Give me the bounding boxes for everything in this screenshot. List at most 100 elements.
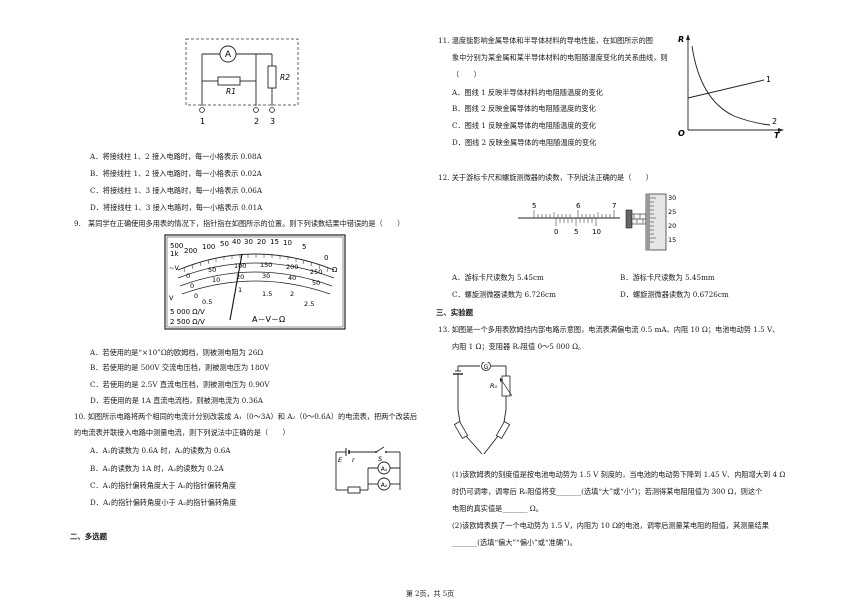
dc-tick-50: 50: [208, 266, 216, 274]
mid-tick-0: 0: [190, 282, 194, 290]
r0-label: R₀: [490, 382, 498, 390]
q9-option-c: C．若使用的是 2.5V 直流电压档，则被测电压为 0.90V: [90, 380, 270, 389]
mid-tick-30: 30: [262, 272, 270, 280]
micrometer-15: 15: [668, 236, 676, 244]
switch-label: S: [378, 455, 382, 463]
caliper-vernier-0: 0: [554, 228, 558, 236]
q9-option-a: A．若使用的是“×10”Ω的欧姆档，则被测电阻为 26Ω: [90, 348, 264, 357]
q8-option-a: A．将接线柱 1、2 接入电路时，每一小格表示 0.08A: [90, 152, 262, 161]
ohm-tick-100: 100: [202, 243, 215, 251]
q13-part1-line3: 电阻的真实值是_______ Ω。: [452, 504, 543, 513]
micrometer-20: 20: [668, 222, 676, 230]
q12-option-d: D．螺旋测微器读数为 0.6726cm: [620, 290, 729, 299]
ammeter-symbol: A: [225, 50, 232, 60]
ohm-tick-1k: 1k: [170, 250, 179, 258]
micrometer-figure: 30 25 20 15: [625, 193, 676, 251]
q10-option-d: D．A₁的指针偏转角度小于 A₂的指针偏转角度: [90, 498, 237, 507]
q11-stem-line2: 象中分别为某金属和某半导体材料的电阻随温度变化的关系曲线，则: [452, 53, 668, 62]
dc-tick-200: 200: [286, 263, 298, 271]
q8-option-d: D．将接线柱 1、3 接入电路时，每一小格表示 0.01A: [90, 203, 263, 212]
q13-stem-line1: 13. 如图是一个多用表欧姆挡内部电路示意图，电流表满偏电流 0.5 mA、内阻…: [438, 325, 780, 334]
caliper-main-6: 6: [576, 202, 581, 210]
q9-stem: 9. 某同学在正确使用多用表的情况下，指针指在如图所示的位置。则下列读数结果中错…: [74, 219, 405, 228]
micrometer-25: 25: [668, 208, 676, 216]
terminal-3: 3: [270, 117, 275, 126]
ohm-tick-30: 30: [244, 238, 253, 246]
q11-stem-line3: （ ）: [452, 70, 481, 79]
dc-tick-0: 0: [186, 272, 190, 280]
q11-option-a: A．图线 1 反映半导体材料的电阻随温度的变化: [452, 88, 603, 97]
graph-line-1: [687, 79, 765, 99]
q13-part1-line1: (1)该欧姆表的刻度值是按电池电动势为 1.5 V 刻度的，当电池的电动势下降到…: [452, 470, 786, 479]
q13-part2-line2: _______(选填“偏大”“偏小”或“准确”)。: [452, 538, 577, 547]
graph-origin: O: [678, 129, 685, 138]
section-experiment: 三、实验题: [436, 308, 473, 317]
q10-stem-line2: 的电流表并联接入电路中测量电流，则下列说法中正确的是（ ）: [74, 428, 290, 437]
ohmmeter-internal-circuit: G R₀: [453, 362, 513, 455]
q11-option-c: C．图线 1 反映金属导体的电阻随温度的变化: [452, 121, 597, 130]
low-tick-1-5: 1.5: [262, 290, 272, 298]
caliper-vernier-5: 5: [574, 228, 578, 236]
q8-option-c: C．将接线柱 1、3 接入电路时，每一小格表示 0.06A: [90, 186, 263, 195]
ohm-tick-15: 15: [270, 238, 279, 246]
ohm-tick-20: 20: [257, 238, 266, 246]
mid-tick-50: 50: [312, 279, 320, 287]
q13-part1-line2: 时仍可调零，调零后 R₀阻值将变_______(选填“大”或“小”)；若测得某电…: [452, 487, 763, 496]
page-footer: 第 2页，共 5页: [405, 590, 455, 598]
graph-label-1: 1: [766, 75, 771, 84]
low-tick-2-5: 2.5: [304, 300, 314, 308]
ohm-tick-50: 50: [220, 240, 229, 248]
parallel-ammeter-circuit: E r S A₁ A₂: [335, 446, 401, 494]
q8-option-b: B．将接线柱 1、2 接入电路时，每一小格表示 0.02A: [90, 169, 262, 178]
ohm-tick-500: 500: [170, 242, 183, 250]
dc-label: V: [169, 294, 174, 302]
graph-curve-2: [691, 45, 771, 126]
section-multi-choice: 二、多选题: [70, 532, 107, 541]
q9-option-b: B．若使用的是 500V 交流电压档，则被测电压为 180V: [90, 363, 270, 372]
vernier-caliper-figure: 5 6 7 0 5 10: [518, 202, 620, 236]
internal-r-label: r: [352, 456, 356, 464]
meter-brand: A－V－Ω: [252, 315, 285, 324]
spec-line-1: 5 000 Ω/V: [170, 308, 205, 316]
mid-tick-20: 20: [236, 273, 244, 281]
ohm-tick-200: 200: [184, 247, 197, 255]
ohm-tick-0: 0: [324, 254, 328, 262]
low-tick-0: 0: [194, 292, 198, 300]
ammeter-circuit-figure: A R1 R2 1 2 3: [185, 38, 299, 126]
terminal-2: 2: [254, 117, 259, 126]
dc-tick-150: 150: [260, 261, 272, 269]
ohm-tick-40: 40: [232, 238, 241, 246]
low-tick-2: 2: [290, 290, 294, 298]
q12-option-b: B．游标卡尺读数为 5.45mm: [620, 273, 715, 282]
q10-option-c: C．A₁的指针偏转角度大于 A₂的指针偏转角度: [90, 481, 237, 490]
caliper-vernier-10: 10: [592, 228, 601, 236]
q10-stem-line1: 10. 如图所示电路将两个相同的电流计分别改装成 A₁（0～3A）和 A₂（0～…: [74, 412, 418, 421]
r2-label: R2: [280, 73, 290, 82]
graph-axis-t: T: [774, 131, 780, 140]
mid-tick-10: 10: [212, 276, 220, 284]
q12-option-a: A．游标卡尺读数为 5.45cm: [452, 273, 544, 282]
graph-label-2: 2: [772, 117, 777, 126]
graph-axis-r: R: [678, 35, 684, 44]
q11-option-b: B．图线 2 反映金属导体的电阻随温度的变化: [452, 104, 596, 113]
omega-label: Ω: [332, 266, 338, 274]
low-tick-1: 1: [238, 286, 242, 294]
low-tick-0-5: 0.5: [202, 298, 212, 306]
q11-option-d: D．图线 2 反映金属导体的电阻随温度的变化: [452, 138, 597, 147]
q13-stem-line2: 内阻 1 Ω；变阻器 R₀阻值 0～5 000 Ω。: [452, 342, 586, 351]
q10-option-a: A．A₁的读数为 0.6A 时，A₂的读数为 0.6A: [90, 446, 231, 455]
q9-option-d: D．若使用的是 1A 直流电流档，则被测电流为 0.36A: [90, 396, 263, 405]
spec-line-2: 2 500 Ω/V: [170, 318, 205, 326]
q12-stem: 12. 关于游标卡尺和螺旋测微器的读数，下列说法正确的是（ ）: [438, 173, 653, 182]
resistance-temperature-graph: R T O 1 2: [678, 34, 784, 140]
dc-tick-250: 250: [310, 268, 322, 276]
terminal-1: 1: [200, 117, 205, 126]
ohm-tick-10: 10: [283, 239, 292, 247]
meter-needle: [229, 253, 243, 321]
r1-label: R1: [226, 87, 236, 96]
q13-part2-line1: (2)该欧姆表换了一个电动势为 1.5 V，内阻为 10 Ω的电池，调零后测量某…: [452, 521, 769, 530]
ohm-tick-5: 5: [302, 243, 306, 251]
mid-tick-40: 40: [288, 274, 296, 282]
emf-label: E: [338, 456, 343, 464]
caliper-main-5: 5: [532, 202, 536, 210]
